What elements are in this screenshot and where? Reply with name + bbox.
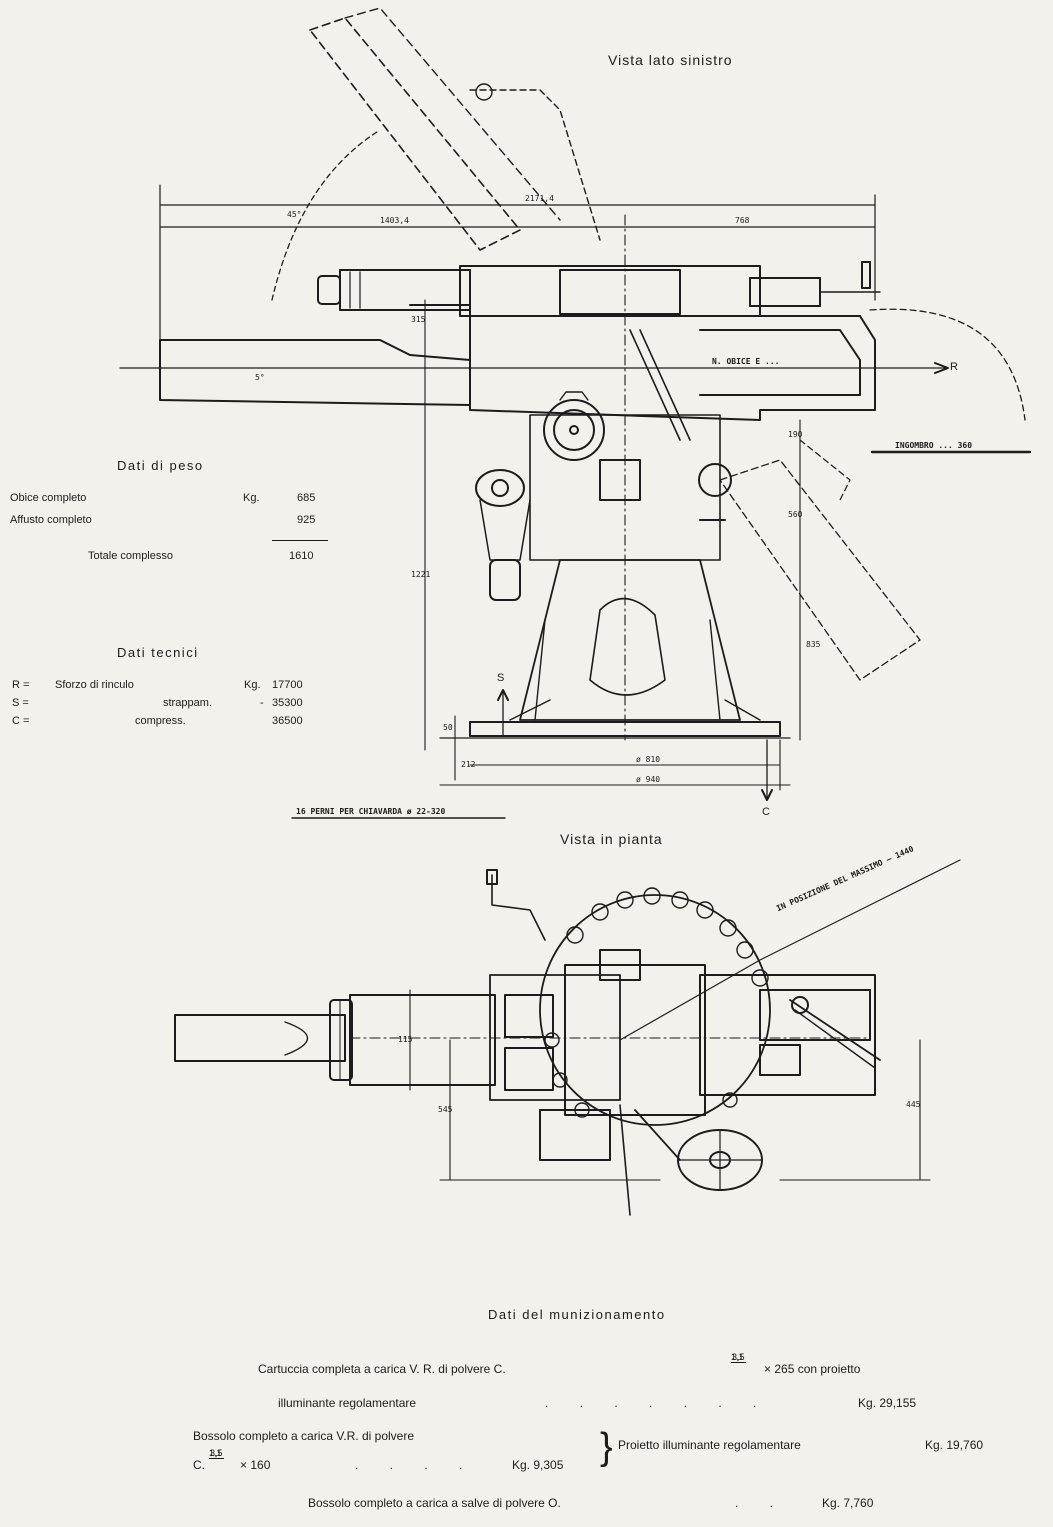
note-clearance: INGOMBRO ... 360 [895, 441, 973, 450]
technical-symbol: R = [12, 679, 30, 691]
fraction-denominator: 1,1 [731, 1352, 744, 1362]
weight-row: Affusto completo 925 [0, 514, 340, 530]
ammo-projectile-weight: Kg. 19,760 [925, 1438, 984, 1452]
total-divider [272, 540, 328, 541]
ammo-charge-size: × 160 [240, 1458, 271, 1472]
technical-row: R = Sforzo di rinculo Kg. 17700 [0, 679, 340, 695]
weight-total-value: 1610 [289, 550, 314, 562]
side-view-title: Vista lato sinistro [608, 52, 733, 68]
technical-title: Dati tecnici [117, 645, 199, 660]
leader-dots: . . . . . . . [545, 1396, 771, 1410]
fraction-denominator: 1,1 [209, 1448, 222, 1458]
dim-plan-3: 115 [398, 1035, 413, 1044]
ammo-cartridge-text: Cartuccia completa a carica V. R. di pol… [258, 1362, 506, 1376]
technical-unit: - [260, 697, 264, 709]
dim-h4: 835 [806, 640, 821, 649]
technical-value: 36500 [272, 715, 303, 727]
ammo-projectile-text: Proietto illuminante regolamentare [618, 1438, 801, 1452]
ammo-title: Dati del munizionamento [488, 1307, 666, 1322]
technical-unit: Kg. [244, 679, 261, 691]
plan-view-title: Vista in pianta [560, 831, 663, 847]
ammo-cartridge-weight: Kg. 29,155 [858, 1396, 917, 1410]
weight-total-row: Totale complesso 1610 [0, 550, 340, 566]
weight-value: 685 [297, 492, 316, 504]
ammo-powder-prefix: C. [193, 1458, 205, 1472]
fraction-numerator: 3,5 [731, 1352, 746, 1363]
technical-value: 35300 [272, 697, 303, 709]
dim-h1: 315 [411, 315, 426, 324]
note-bolts: 16 PERNI PER CHIAVARDA ø 22-320 [296, 807, 446, 816]
dim-total-height: 1221 [411, 570, 431, 579]
weight-row: Obice completo Kg. 685 [0, 492, 340, 508]
ammo-cartridge-text-2: × 265 con proietto [764, 1362, 861, 1376]
ammo-line-2: illuminante regolamentare . . . . . . . … [0, 1396, 1053, 1414]
weight-label: Obice completo [10, 492, 87, 504]
dim-overall-length: 2171,4 [525, 194, 554, 203]
technical-row: S = strappam. - 35300 [0, 697, 340, 713]
technical-label: strappam. [163, 697, 212, 709]
dim-h6: 212 [461, 760, 476, 769]
leader-dots: . . . . [355, 1458, 477, 1472]
ammo-projectile-row: Proietto illuminante regolamentare Kg. 1… [0, 1438, 1053, 1456]
side-view [119, 7, 1032, 819]
dim-base-diameter-1: ø 810 [636, 755, 661, 764]
dim-plan-1: 545 [438, 1105, 453, 1114]
dim-base-diameter-2: ø 940 [636, 775, 661, 784]
axis-label-s: S [497, 672, 505, 684]
ammo-blank-text: Bossolo completo a carica a salve di pol… [308, 1496, 561, 1510]
axis-label-r: R [950, 361, 958, 373]
dim-h3: 560 [788, 510, 803, 519]
weight-value: 925 [297, 514, 316, 526]
dim-angle-elevation: 45° [287, 210, 302, 219]
ammo-line-4: C. 3,5 1,1 × 160 . . . . Kg. 9,305 [0, 1448, 1053, 1478]
ammo-blank-weight: Kg. 7,760 [822, 1496, 874, 1510]
weight-label: Affusto completo [10, 514, 92, 526]
ammo-line-1: Cartuccia completa a carica V. R. di pol… [0, 1352, 1053, 1382]
ammo-case-text: Bossolo completo a carica V.R. di polver… [193, 1429, 415, 1443]
dim-h5: 50 [443, 723, 453, 732]
plan-view [174, 859, 961, 1216]
dim-rear-length: 1403,4 [380, 216, 409, 225]
dim-plan-2: 445 [906, 1100, 921, 1109]
technical-label: compress. [135, 715, 186, 727]
axis-label-c: C [762, 806, 770, 818]
technical-symbol: S = [12, 697, 29, 709]
fraction-numerator: 3,5 [209, 1448, 224, 1459]
dim-h2: 190 [788, 430, 803, 439]
technical-row: C = compress. 36500 [0, 715, 340, 731]
weight-unit: Kg. [243, 492, 260, 504]
note-marking: N. OBICE E ... [712, 357, 780, 366]
ammo-case-weight: Kg. 9,305 [512, 1458, 564, 1472]
brace: } [600, 1426, 613, 1468]
ammo-line-3: Bossolo completo a carica V.R. di polver… [0, 1429, 1053, 1447]
dim-front-length: 768 [735, 216, 750, 225]
technical-symbol: C = [12, 715, 30, 727]
ammo-line-5: Bossolo completo a carica a salve di pol… [0, 1496, 1053, 1514]
dim-angle-depression: 5° [255, 373, 265, 382]
weight-total-label: Totale complesso [88, 550, 173, 562]
weights-title: Dati di peso [117, 458, 204, 473]
ammo-illuminating-text: illuminante regolamentare [278, 1396, 417, 1410]
leader-dots: . . [735, 1496, 788, 1510]
technical-value: 17700 [272, 679, 303, 691]
technical-label: Sforzo di rinculo [55, 679, 134, 691]
